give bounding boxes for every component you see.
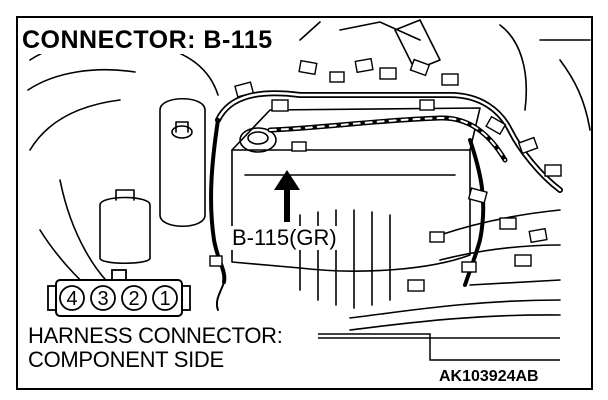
page-title: CONNECTOR: B-115	[20, 26, 275, 54]
figure-code: AK103924AB	[436, 368, 542, 386]
connector-callout-label: B-115(GR)	[230, 225, 339, 250]
harness-caption-line2: COMPONENT SIDE	[28, 348, 228, 372]
label-leader-lines	[318, 333, 560, 361]
connector-body	[55, 279, 183, 317]
diagram-border	[16, 16, 593, 390]
connector-pin-label: 2	[128, 288, 139, 310]
connector-pin-4	[59, 285, 85, 311]
connector-right-guide	[181, 285, 191, 311]
callout-arrow	[274, 170, 300, 222]
connector-pin-label: 3	[97, 288, 108, 310]
connector-pin-label: 4	[66, 288, 77, 310]
wire-harness	[209, 90, 563, 311]
harness-caption-line1: HARNESS CONNECTOR:	[28, 324, 287, 348]
harness-connectors	[209, 57, 562, 292]
connector-pin-2	[121, 285, 147, 311]
connector-pin-1	[152, 285, 178, 311]
connector-pin-label: 1	[159, 288, 170, 310]
harness-connector-caption: HARNESS CONNECTOR: COMPONENT SIDE	[28, 324, 287, 372]
connector-pin-3	[90, 285, 116, 311]
connector-left-guide	[47, 285, 57, 311]
connector-latch	[111, 269, 127, 281]
